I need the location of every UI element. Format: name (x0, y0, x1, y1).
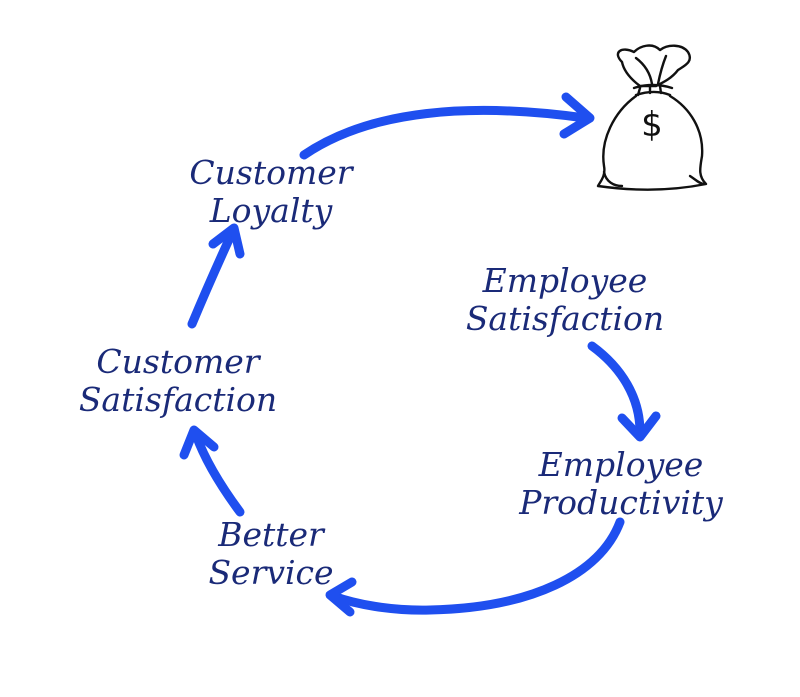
arrow-loyalty-to-money (299, 92, 595, 160)
arrow-empsat-to-productivity (587, 341, 661, 442)
node-employee-productivity: Employee Productivity (496, 446, 746, 522)
node-better-service: Better Service (196, 516, 346, 592)
node-customer-loyalty-line2: Loyalty (209, 191, 333, 230)
node-customer-loyalty: Customer Loyalty (176, 154, 366, 230)
node-customer-loyalty-line1: Customer (189, 153, 353, 192)
money-bag-symbol: $ (641, 105, 663, 145)
node-employee-productivity-line1: Employee (538, 445, 704, 484)
node-better-service-line1: Better (218, 515, 324, 554)
node-customer-satisfaction: Customer Satisfaction (54, 343, 302, 419)
node-employee-productivity-line2: Productivity (519, 483, 723, 522)
node-customer-satisfaction-line2: Satisfaction (78, 380, 278, 419)
money-bag-icon (596, 44, 708, 191)
node-employee-satisfaction-line2: Satisfaction (465, 299, 665, 338)
node-customer-satisfaction-line1: Customer (96, 342, 260, 381)
node-employee-satisfaction-line1: Employee (482, 261, 648, 300)
arrow-service-to-satisfaction (179, 425, 245, 517)
node-employee-satisfaction: Employee Satisfaction (440, 262, 690, 338)
arrow-productivity-to-service (325, 517, 625, 617)
node-better-service-line2: Service (208, 553, 334, 592)
arrow-satisfaction-to-loyalty (187, 223, 245, 329)
